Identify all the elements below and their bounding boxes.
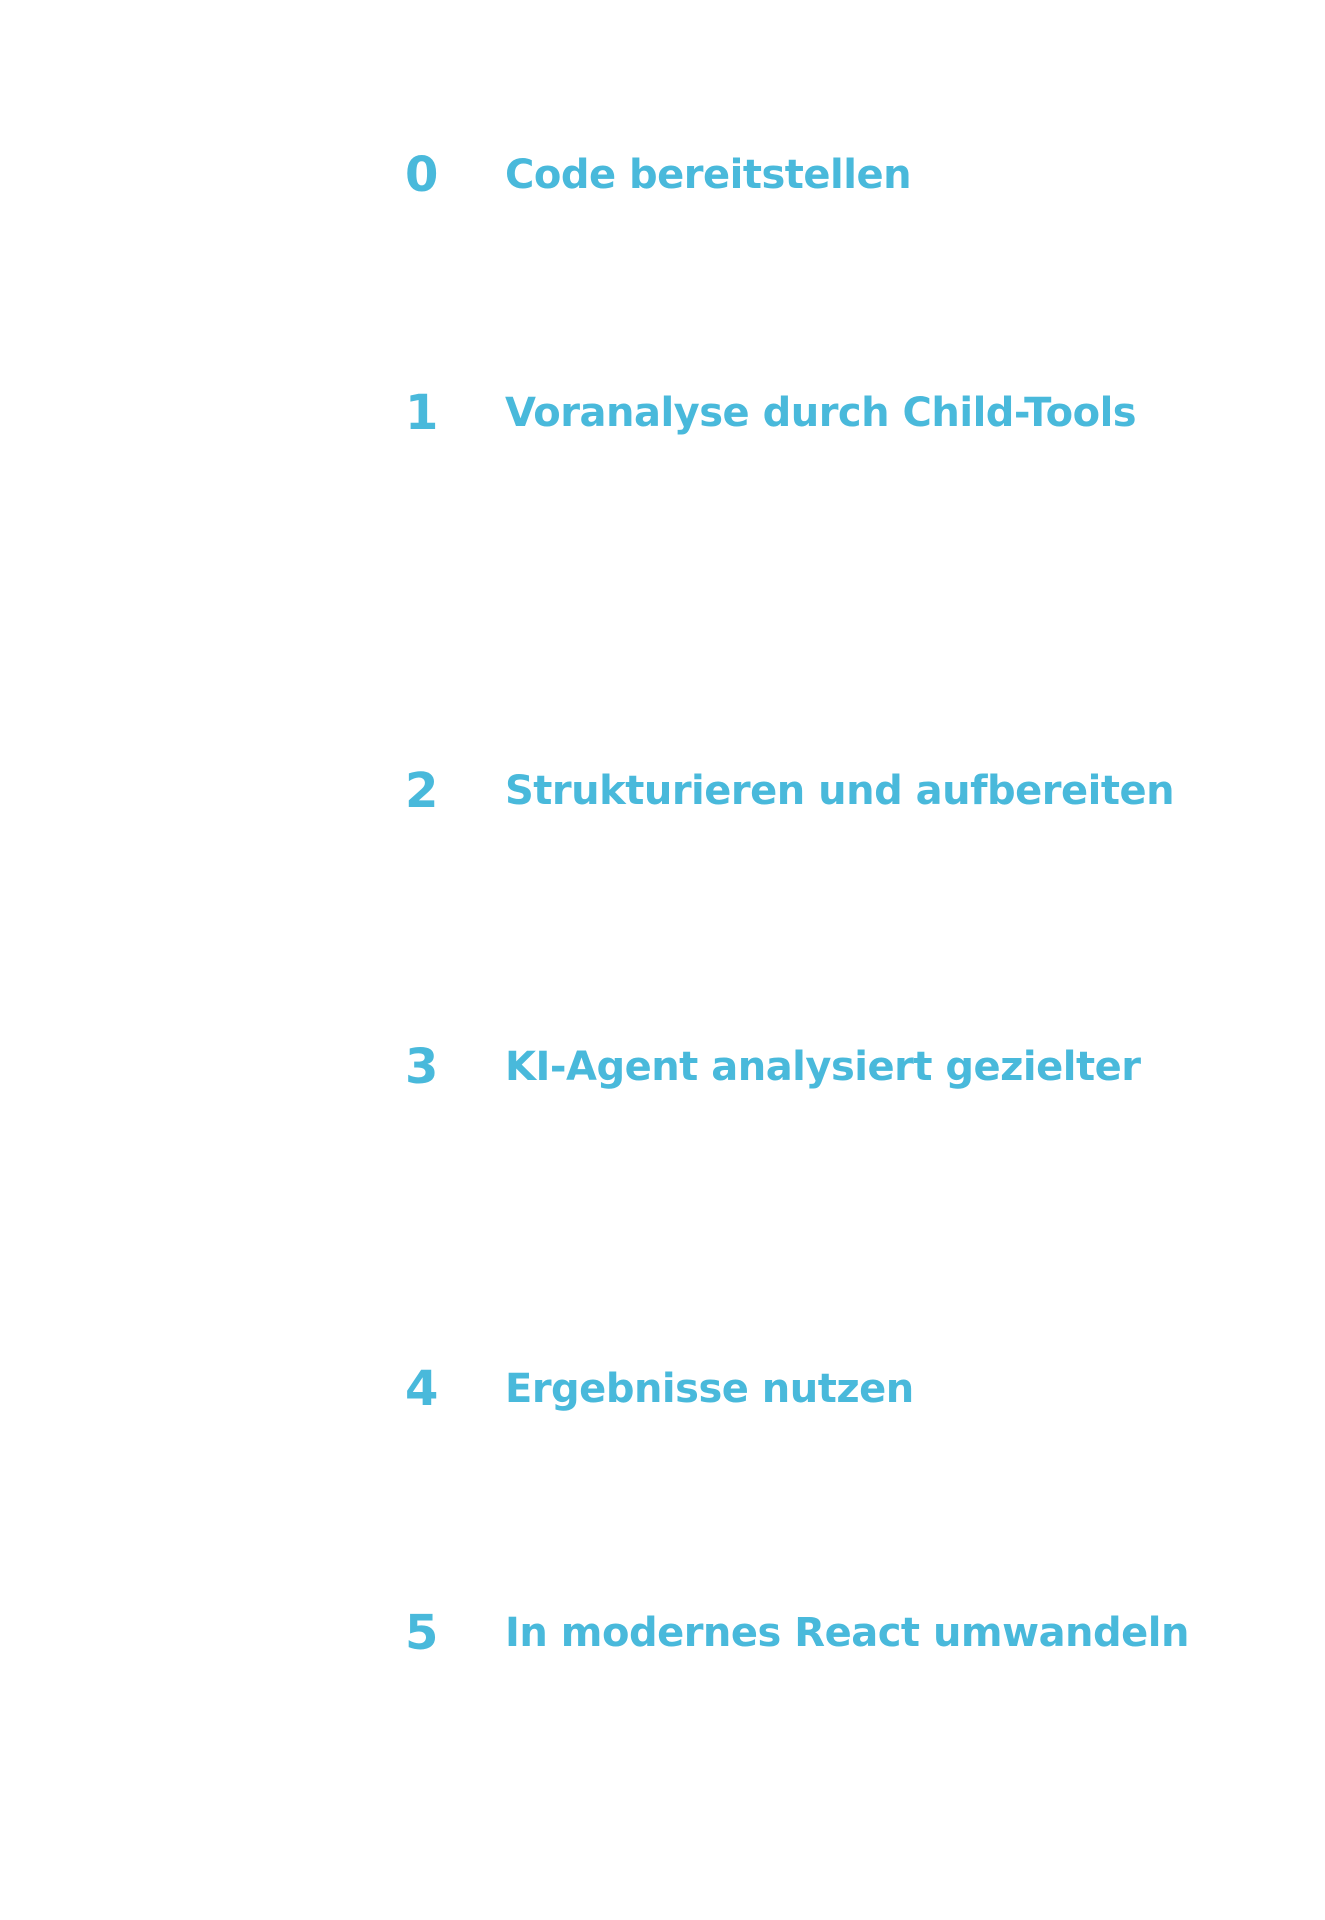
- step-number: 3: [405, 1039, 439, 1095]
- step-5: 5 In modernes React umwandeln: [0, 1598, 1325, 1668]
- step-2: 2 Strukturieren und aufbereiten: [0, 756, 1325, 826]
- step-title: Voranalyse durch Child-Tools: [505, 390, 1137, 436]
- step-number: 5: [405, 1605, 439, 1661]
- step-number: 0: [405, 147, 439, 203]
- step-title: In modernes React umwandeln: [505, 1610, 1189, 1656]
- step-number: 1: [405, 385, 439, 441]
- step-3: 3 KI-Agent analysiert gezielter: [0, 1032, 1325, 1102]
- step-number: 4: [405, 1361, 439, 1417]
- step-title: Ergebnisse nutzen: [505, 1366, 914, 1412]
- step-4: 4 Ergebnisse nutzen: [0, 1354, 1325, 1424]
- step-number: 2: [405, 763, 439, 819]
- step-0: 0 Code bereitstellen: [0, 140, 1325, 210]
- step-title: Code bereitstellen: [505, 152, 912, 198]
- step-1: 1 Voranalyse durch Child-Tools: [0, 378, 1325, 448]
- step-title: KI-Agent analysiert gezielter: [505, 1044, 1141, 1090]
- step-title: Strukturieren und aufbereiten: [505, 768, 1175, 814]
